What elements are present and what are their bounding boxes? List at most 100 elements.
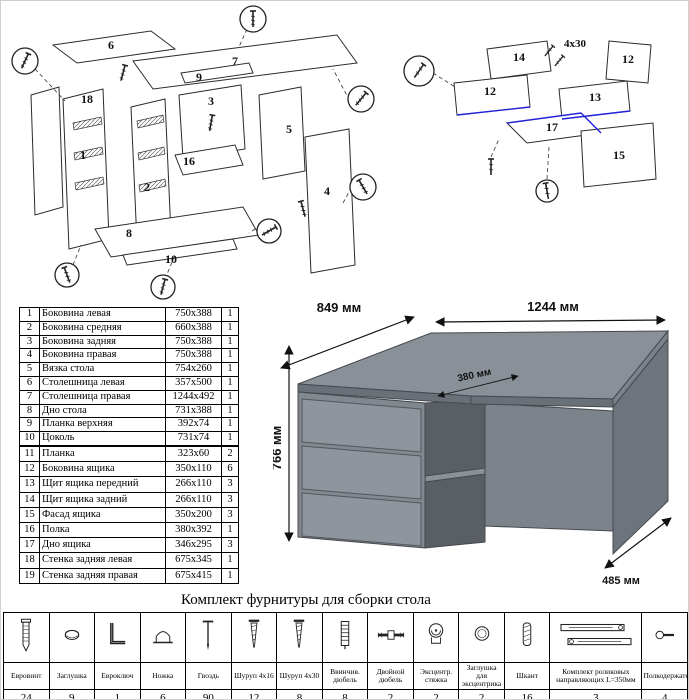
cap-icon (48, 612, 96, 663)
hardware-kit-title: Комплект фурнитуры для сборки стола (181, 592, 431, 608)
cam-lock-icon (412, 612, 460, 663)
part-qty: 1 (221, 403, 239, 419)
part-size: 266x110 (165, 491, 222, 508)
part-num: 12 (19, 461, 40, 478)
part-name: Щит ящика задний (39, 491, 166, 508)
part-label-3: 3 (208, 94, 214, 108)
part-name: Боковина левая (39, 307, 166, 322)
part-number-labels: 14 12 12 13 17 15 4x30 (484, 38, 634, 162)
drawer-rails (72, 114, 167, 193)
part-size: 380x392 (165, 522, 222, 539)
assembled-desk-render: 849 мм 1244 мм 766 мм 380 мм 485 мм (273, 299, 672, 587)
part-qty: 1 (221, 307, 239, 322)
hardware-item-qty: 12 (230, 689, 278, 699)
nail-icon (185, 612, 232, 663)
drawer-panels (453, 40, 657, 188)
hardware-item-name: Гвоздь (185, 661, 232, 691)
hardware-item-qty: 24 (3, 689, 50, 699)
part-num: 4 (19, 348, 40, 364)
hardware-callouts (11, 5, 377, 300)
hardware-item-name: Евроключ (94, 661, 141, 691)
part-num: 16 (19, 522, 40, 539)
part-label-13: 13 (589, 90, 601, 104)
cam-cap-icon (458, 612, 505, 663)
part-qty: 1 (221, 417, 239, 433)
part-qty: 1 (221, 348, 239, 364)
hardware-item-qty: 2 (367, 689, 414, 699)
part-label-9: 9 (196, 70, 202, 84)
part-num: 13 (19, 476, 40, 493)
part-label-15: 15 (613, 148, 625, 162)
part-name: Полка (39, 522, 166, 539)
part-name: Столешница левая (39, 375, 166, 391)
part-qty: 3 (221, 476, 239, 493)
part-num: 18 (19, 552, 40, 569)
exploded-view-desk: 7 6 18 1 2 3 9 16 5 4 8 10 (11, 5, 377, 300)
part-label-6: 6 (108, 38, 114, 52)
part-label-12a: 12 (622, 52, 634, 66)
part-num: 9 (19, 417, 40, 433)
part-name: Боковина средняя (39, 320, 166, 336)
part-label-16: 16 (183, 154, 195, 168)
part-size: 750x388 (165, 307, 222, 322)
exploded-view-drawer: 14 12 12 13 17 15 4x30 (403, 38, 657, 203)
part-qty: 1 (221, 389, 239, 405)
hardware-item-qty: 8 (276, 689, 323, 699)
part-name: Боковина правая (39, 348, 166, 364)
part-qty: 3 (221, 491, 239, 508)
part-num: 11 (19, 445, 40, 463)
part-label-7: 7 (232, 54, 238, 68)
part-num: 17 (19, 537, 40, 554)
hardware-item-name: Эксцентр. стяжка (412, 661, 460, 691)
part-qty: 1 (221, 362, 239, 377)
blue-groove-lines (456, 106, 631, 134)
part-name: Боковина задняя (39, 334, 166, 350)
hardware-item-name: Ножка (139, 661, 187, 691)
part-num: 14 (19, 491, 40, 508)
part-label-17: 17 (546, 120, 558, 134)
dim-766-label: 766 мм (273, 426, 284, 471)
part-size: 731x74 (165, 431, 222, 446)
part-number-labels: 7 6 18 1 2 3 9 16 5 4 8 10 (80, 38, 330, 266)
part-label-18: 18 (81, 92, 93, 106)
part-size: 350x110 (165, 461, 222, 478)
part-num: 19 (19, 567, 40, 584)
hardware-item-qty: 9 (48, 689, 96, 699)
part-name: Дно стола (39, 403, 166, 419)
hardware-item-qty: 8 (321, 689, 369, 699)
part-label-4: 4 (324, 184, 330, 198)
part-size: 660x388 (165, 320, 222, 336)
hardware-item-name: Евровинт (3, 661, 50, 691)
part-num: 8 (19, 403, 40, 419)
part-num: 10 (19, 431, 40, 446)
hardware-item-name: Полкодержатель (641, 661, 688, 691)
hardware-item-name: Шкант (503, 661, 551, 691)
part-num: 7 (19, 389, 40, 405)
part-size: 750x388 (165, 334, 222, 350)
screw-icon (276, 612, 323, 663)
part-name: Вязка стола (39, 362, 166, 377)
desk-body (297, 329, 670, 556)
part-qty: 3 (221, 537, 239, 554)
part-size: 350x200 (165, 506, 222, 524)
part-qty: 2 (221, 445, 239, 463)
part-label-14: 14 (513, 50, 525, 64)
